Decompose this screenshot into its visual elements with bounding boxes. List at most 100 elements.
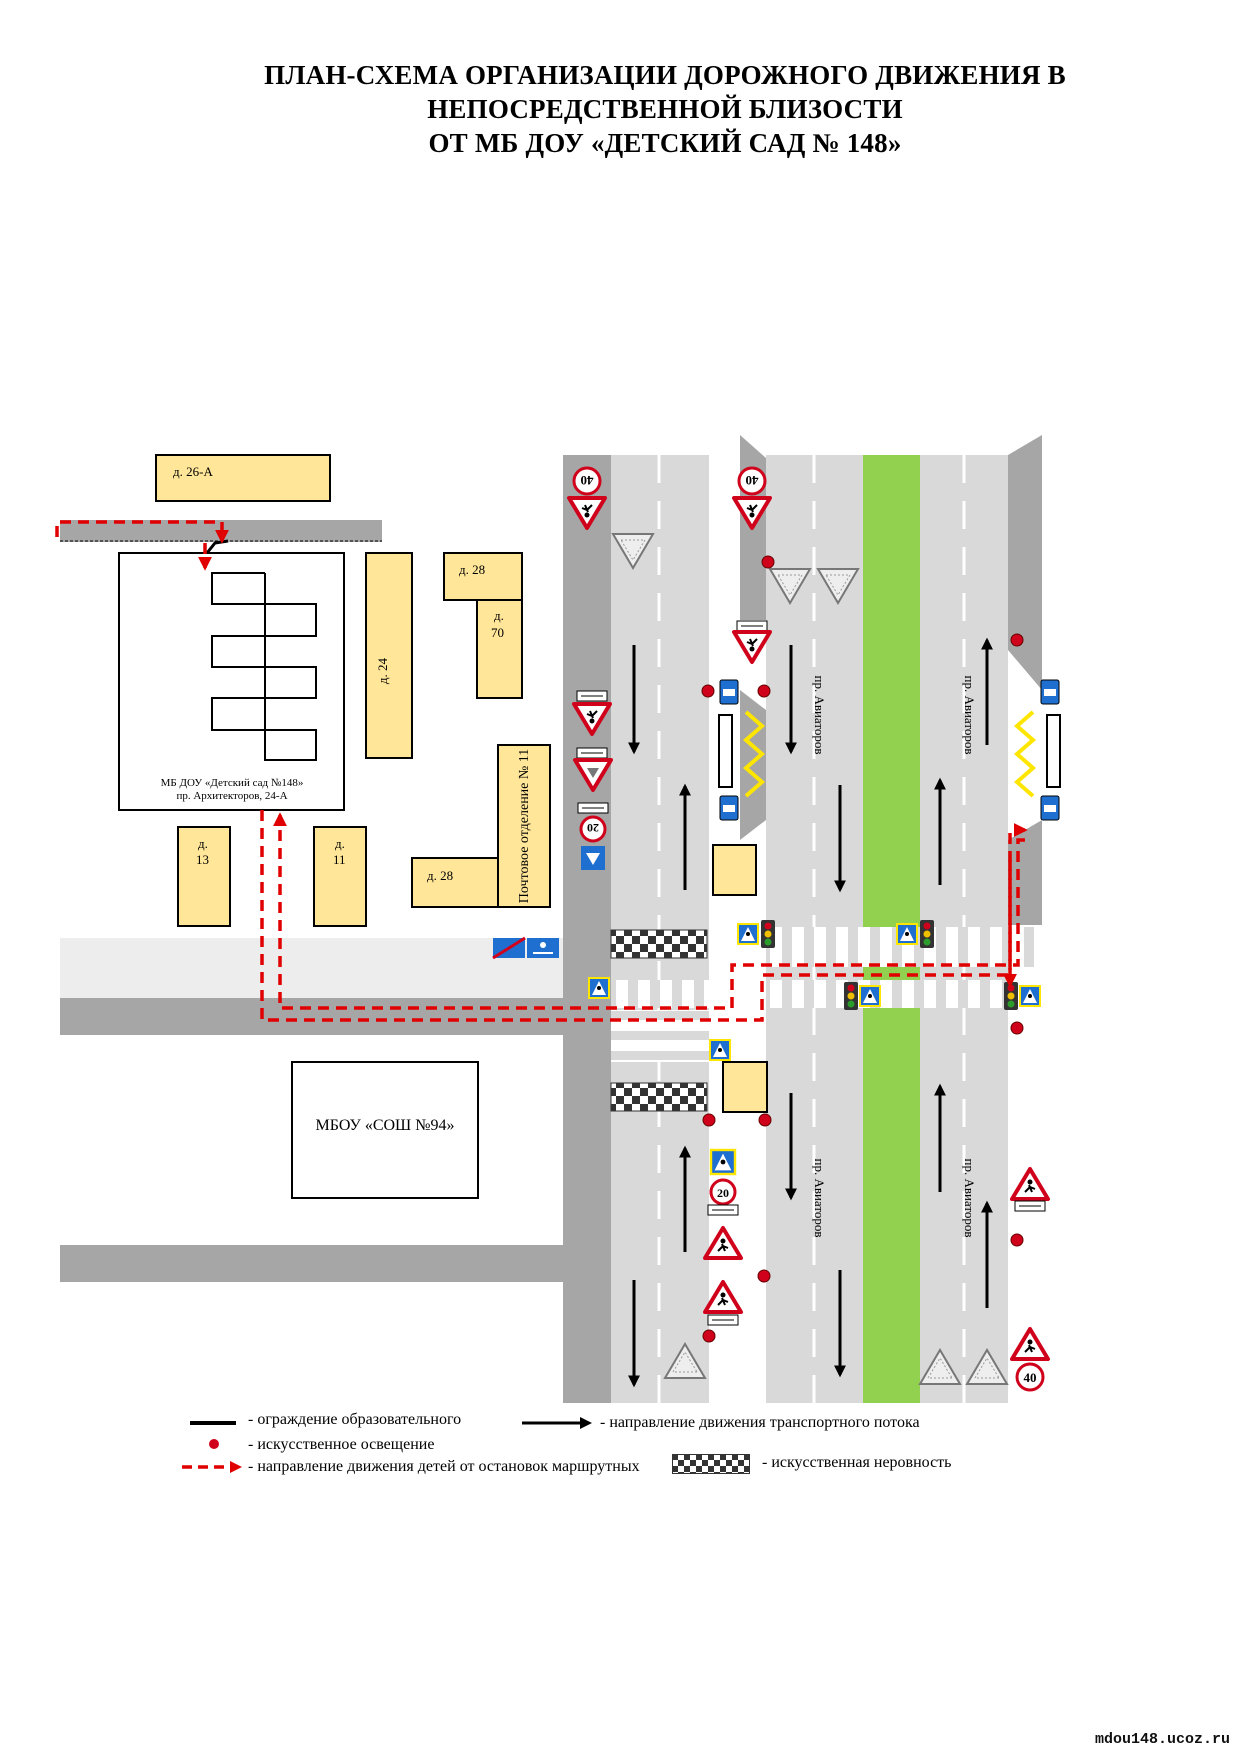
one-way-sign-left: [581, 846, 605, 870]
side-street-lower: [60, 1245, 564, 1282]
school-label: МБОУ «СОШ №94»: [316, 1117, 455, 1134]
title-line-1: ПЛАН-СХЕМА ОРГАНИЗАЦИИ ДОРОЖНОГО ДВИЖЕНИ…: [264, 60, 1066, 90]
street-lamp-10: [702, 1329, 716, 1343]
crosswalk-upper-east: [920, 927, 1042, 967]
bus-stop-sign-west-bottom: [719, 795, 739, 821]
sidewalk-left-horizontal: [60, 938, 564, 998]
street-lamp-3: [701, 684, 715, 698]
distance-plate-3: [576, 747, 608, 759]
speed-limit-sign-top-median: 40: [737, 466, 767, 496]
pedestrian-zone-sign: [527, 938, 559, 958]
traffic-light-4: [1004, 982, 1018, 1010]
street-label-2: пр. Авиаторов: [962, 675, 977, 754]
title-line-2: НЕПОСРЕДСТВЕННОЙ БЛИЗОСТИ: [427, 94, 903, 124]
no-parking-sign: [492, 936, 526, 960]
svg-text:20: 20: [587, 821, 599, 835]
distance-plate-2: [576, 690, 608, 702]
building-d13: [177, 826, 231, 927]
building-d28-top: [443, 552, 523, 601]
distance-plate-7: [1014, 1200, 1046, 1212]
building-d13-label-2: 13: [196, 852, 209, 867]
distance-plate-6: [707, 1314, 739, 1326]
speed-limit-sign-left-20: 20: [579, 815, 607, 843]
speed-bump-upper: [610, 929, 708, 959]
crossing-sign-1: [588, 977, 610, 999]
pavilion-upper: [712, 844, 757, 896]
street-lamp-4: [757, 684, 771, 698]
post-office-label: Почтовое отделение № 11: [517, 749, 532, 903]
bus-shelter-west: [718, 714, 733, 788]
distance-plate-1: [736, 620, 768, 632]
kindergarten-label-2: пр. Архитекторов, 24-А: [176, 790, 287, 802]
bus-stop-sign-east-top: [1040, 679, 1060, 705]
street-label-4: пр. Авиаторов: [962, 1158, 977, 1237]
traffic-light-1: [761, 920, 775, 948]
pavilion-lower: [722, 1061, 768, 1113]
crosswalk-lower-west: [611, 980, 709, 1008]
crosswalk-upper-center: [766, 927, 863, 967]
street-lamp-9: [757, 1269, 771, 1283]
distance-plate-4: [577, 802, 609, 814]
watermark: mdou148.ucoz.ru: [1094, 1731, 1230, 1748]
speed-limit-sign-top-left: 40: [572, 466, 602, 496]
street-lamp-8: [1010, 1233, 1024, 1247]
building-d28-bottom: [411, 857, 499, 908]
building-d11-label-2: 11: [333, 852, 346, 867]
svg-text:40: 40: [581, 473, 594, 488]
gate-marker: [205, 539, 229, 554]
street-lamp-6: [702, 1113, 716, 1127]
crossing-sign-3: [896, 923, 918, 945]
speed-limit-sign-bottom-east: 40: [1015, 1362, 1045, 1392]
route-school-in: [273, 812, 1025, 1010]
traffic-light-2: [920, 920, 934, 948]
street-lamp-2: [1010, 633, 1024, 647]
side-street-middle: [60, 998, 564, 1035]
street-lamp-5: [1010, 1021, 1024, 1035]
kindergarten-label-1: МБ ДОУ «Детский сад №148»: [161, 777, 304, 789]
crosswalk-lower-east: [920, 980, 1008, 1008]
kindergarten-territory: [118, 552, 345, 811]
building-d70-label-1: д.: [494, 608, 504, 623]
bus-stop-pocket-east-low: [1008, 840, 1042, 925]
route-top: [55, 520, 229, 544]
distance-plate-5: [707, 1204, 739, 1216]
traffic-arrows: [628, 637, 993, 1388]
sidewalk-east-island: [1008, 435, 1042, 650]
bus-stop-zigzag-west: [742, 710, 766, 798]
building-post-office: [497, 744, 551, 908]
building-d24-label: д. 24: [375, 657, 390, 684]
bus-stop-sign-east-bottom: [1040, 795, 1060, 821]
building-d13-label-1: д.: [198, 836, 208, 851]
title-line-3: ОТ МБ ДОУ «ДЕТСКИЙ САД № 148»: [428, 128, 902, 158]
crossing-sign-lower-west: [709, 1148, 737, 1176]
speed-limit-sign-lower-20: 20: [709, 1178, 737, 1206]
crossing-sign-5: [1019, 985, 1041, 1007]
building-d70: [476, 599, 523, 699]
building-d26a-label: д. 26-А: [173, 464, 213, 479]
building-d28-top-label: д. 28: [459, 562, 485, 577]
svg-text:20: 20: [717, 1186, 729, 1200]
crosswalk-side-west: [611, 1010, 709, 1062]
kindergarten-building-outline: [211, 572, 317, 761]
page-title: ПЛАН-СХЕМА ОРГАНИЗАЦИИ ДОРОЖНОГО ДВИЖЕНИ…: [150, 58, 1180, 160]
building-d24: [365, 552, 413, 759]
building-d11-label-1: д.: [335, 836, 345, 851]
bus-shelter-east: [1046, 714, 1061, 788]
building-school: [291, 1061, 479, 1199]
traffic-light-3: [844, 982, 858, 1010]
building-d11: [313, 826, 367, 927]
crossing-sign-4: [859, 985, 881, 1007]
street-lamp-7: [758, 1113, 772, 1127]
crossing-sign-2: [737, 923, 759, 945]
building-d28-bottom-label: д. 28: [427, 868, 453, 883]
street-lamp-1: [761, 555, 775, 569]
children-route: [55, 520, 1028, 1022]
building-d70-label-2: 70: [491, 625, 504, 640]
bus-stop-zigzag-east: [1013, 710, 1037, 798]
bus-stop-sign-west-top: [719, 679, 739, 705]
building-d26a: [155, 454, 331, 502]
sidewalk-left-vertical: [563, 455, 611, 1403]
svg-text:40: 40: [1024, 1370, 1037, 1385]
svg-text:40: 40: [746, 473, 759, 488]
